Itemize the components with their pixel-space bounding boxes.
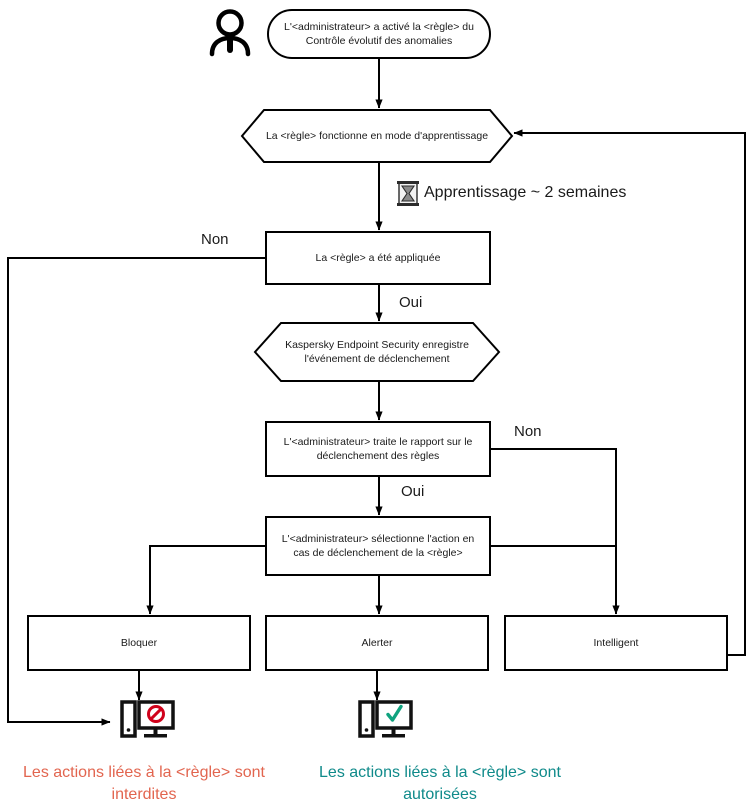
monitor-allowed-icon <box>358 700 413 738</box>
node-shape-block[interactable] <box>27 615 251 671</box>
node-shape-start[interactable] <box>267 9 491 59</box>
person-icon <box>209 9 251 57</box>
edges <box>7 58 746 726</box>
node-shape-smart[interactable] <box>504 615 728 671</box>
edge-label-applied-no: Non <box>201 231 229 248</box>
edge-label-report-yes: Oui <box>401 483 425 500</box>
node-shape-report[interactable] <box>265 421 491 477</box>
edge-label-applied-yes: Oui <box>399 294 423 311</box>
node-shapes <box>27 9 728 671</box>
edge-report-no-to-smart <box>490 448 620 615</box>
denied-caption: Les actions liées à la <règle> sont inte… <box>23 764 265 803</box>
node-shape-select[interactable] <box>265 516 491 576</box>
hourglass-icon <box>397 181 419 206</box>
node-shape-record[interactable] <box>253 322 501 382</box>
edge-label-report-no: Non <box>514 423 542 440</box>
monitor-blocked-icon <box>120 700 175 738</box>
node-shape-learning[interactable] <box>240 109 514 163</box>
edge-applied-no-to-blocked <box>7 257 266 726</box>
allowed-caption: Les actions liées à la <règle> sont auto… <box>319 764 561 803</box>
learning-duration-note: Apprentissage ~ 2 semaines <box>424 184 627 201</box>
edge-select-to-block <box>146 545 266 615</box>
node-shape-alert[interactable] <box>265 615 489 671</box>
edge-smart-back-to-learning <box>513 129 746 656</box>
node-shape-applied[interactable] <box>265 231 491 285</box>
